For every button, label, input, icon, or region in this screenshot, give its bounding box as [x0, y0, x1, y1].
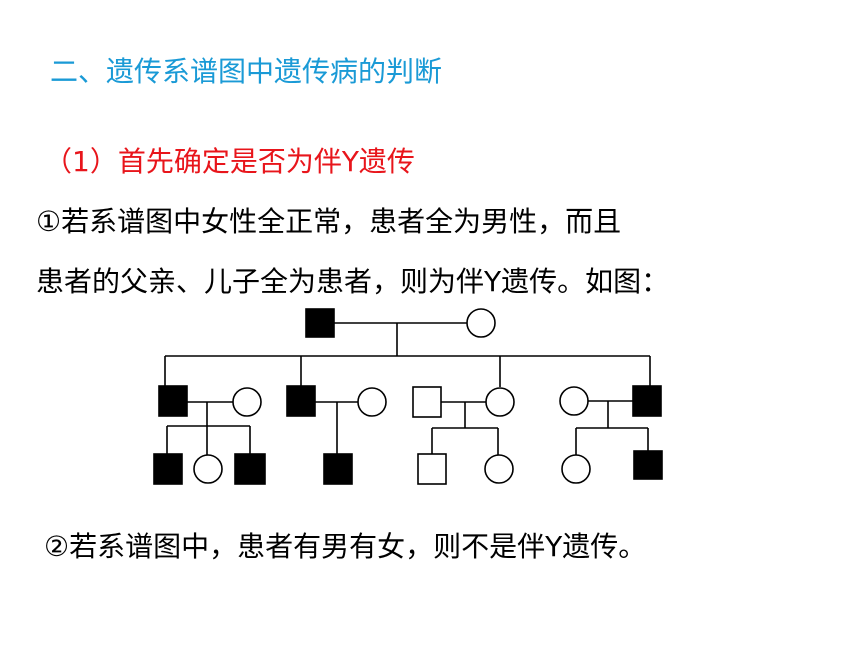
affected-male-symbol: [234, 453, 266, 485]
unaffected-female-symbol: [232, 387, 262, 417]
rule-one-line-1: ①若系谱图中女性全正常，患者全为男性，而且: [36, 205, 622, 238]
affected-male-symbol: [633, 450, 663, 480]
unaffected-female-symbol: [561, 454, 591, 484]
unaffected-male-symbol: [412, 386, 442, 418]
affected-male-symbol: [153, 453, 183, 485]
unaffected-female-symbol: [485, 387, 515, 417]
unaffected-female-symbol: [484, 454, 514, 484]
rule-one-line-2: 患者的父亲、儿子全为患者，则为伴Y遗传。如图：: [36, 265, 670, 298]
affected-male-symbol: [632, 385, 662, 417]
slide-title: 二、遗传系谱图中遗传病的判断: [50, 55, 443, 88]
pedigree-symbols: [153, 308, 663, 485]
pedigree-lines: [164, 322, 651, 455]
unaffected-male-symbol: [417, 453, 447, 485]
unaffected-female-symbol: [193, 454, 223, 484]
affected-male-symbol: [158, 385, 188, 417]
unaffected-female-symbol: [559, 386, 589, 416]
affected-male-symbol: [305, 308, 335, 338]
affected-male-symbol: [286, 385, 316, 417]
affected-male-symbol: [323, 453, 353, 485]
section-heading: （1）首先确定是否为伴Y遗传: [44, 145, 415, 178]
unaffected-female-symbol: [357, 387, 387, 417]
rule-two: ②若系谱图中，患者有男有女，则不是伴Y遗传。: [44, 530, 647, 563]
unaffected-female-symbol: [466, 308, 496, 338]
